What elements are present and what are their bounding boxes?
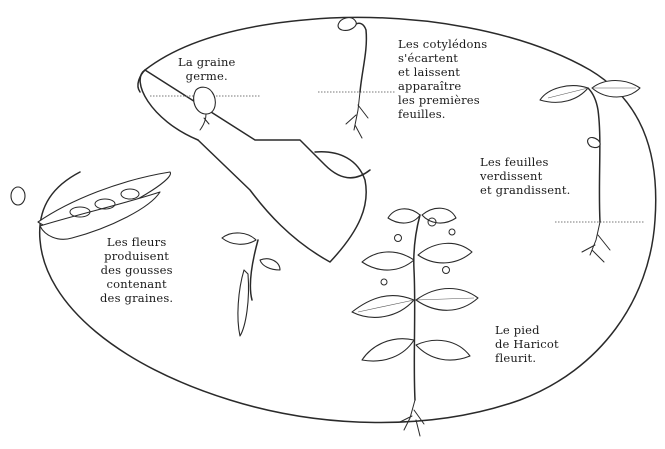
flowering-label: Le pied de Haricot fleurit. <box>495 323 559 365</box>
pods-label: Les fleurs produisent des gousses conten… <box>100 235 173 305</box>
germination-label: La graine germe. <box>178 55 236 83</box>
cycle-outline <box>40 17 656 422</box>
germination-wedge <box>145 70 370 178</box>
pods-loop <box>198 140 366 262</box>
seedling-drawing <box>318 18 395 138</box>
opened-pod-drawing <box>11 172 170 239</box>
germinating-seed-drawing <box>150 87 260 130</box>
cotyledons-label: Les cotylédons s'écartent et laissent ap… <box>398 37 487 121</box>
leaves-label: Les feuilles verdissent et grandissent. <box>480 155 571 197</box>
flowering-plant-drawing <box>352 208 478 436</box>
pods-drawing <box>222 233 280 336</box>
